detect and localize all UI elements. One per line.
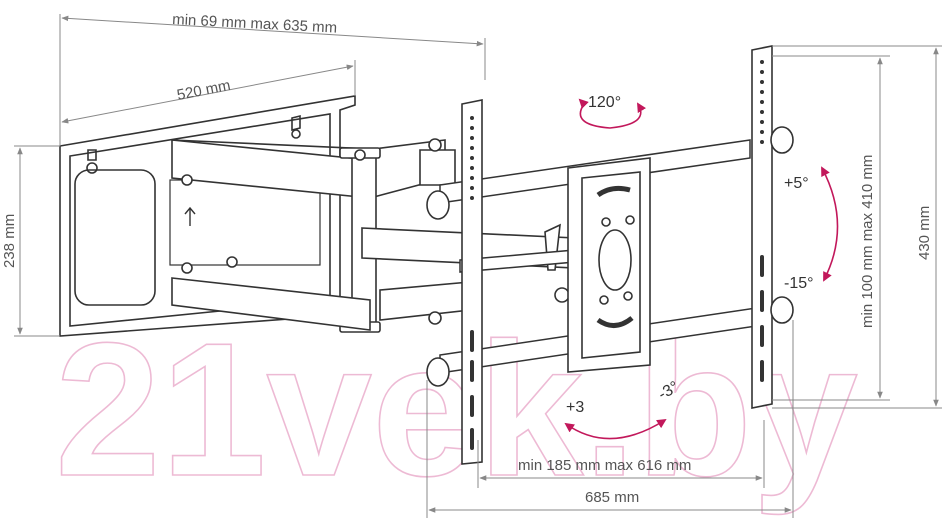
- wall-plate-height-label: 238 mm: [1, 214, 18, 268]
- bracket-height-label: 430 mm: [916, 206, 933, 260]
- wall-plate-width-label: 520 mm: [176, 77, 232, 104]
- tilt-up-label: +5°: [784, 175, 809, 192]
- vertical-bracket-right: [751, 45, 794, 409]
- vertical-bracket-left: [426, 99, 483, 465]
- rotation-arrows: [564, 98, 839, 440]
- watermark: 21vek.by: [55, 304, 858, 516]
- tilt-plate: [567, 157, 651, 373]
- dimension-lines: [14, 14, 942, 518]
- articulating-arms: [171, 138, 576, 333]
- swivel-angle-label: 120°: [588, 94, 621, 111]
- bracket-width-label: 685 mm: [585, 489, 639, 506]
- vesa-vertical-label: min 100 mm max 410 mm: [859, 155, 876, 328]
- vesa-horizontal-label: min 185 mm max 616 mm: [518, 457, 691, 474]
- level-plus-label: +3: [566, 399, 584, 416]
- tilt-down-label: -15°: [784, 275, 814, 292]
- arm-extension-label: min 69 mm max 635 mm: [172, 11, 338, 37]
